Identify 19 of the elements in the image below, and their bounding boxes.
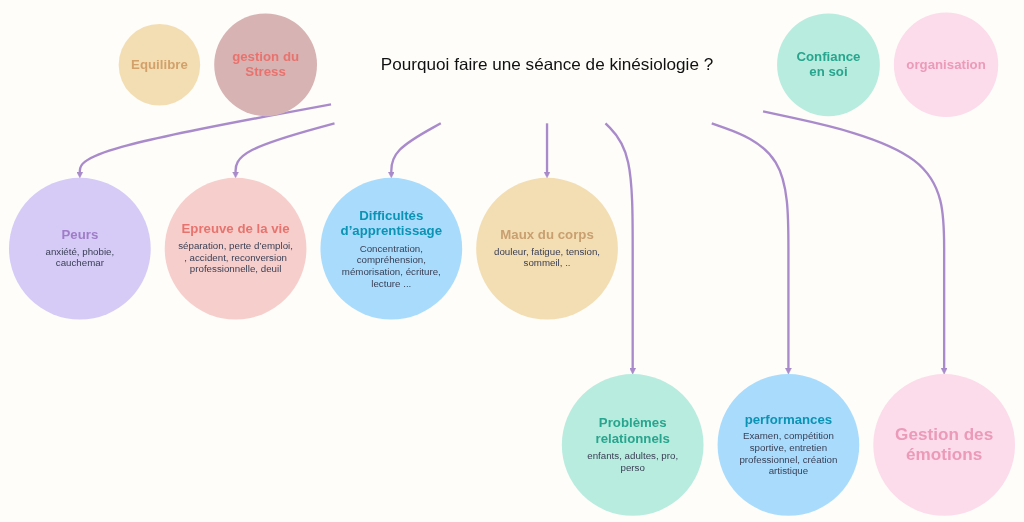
node-circle: gestion du Stress — [214, 13, 317, 117]
arrow — [711, 122, 792, 375]
arrow — [543, 123, 551, 179]
node-circle: performances Examen, compétition sportive, entretien professionnel, création artistique — [717, 374, 860, 516]
arrow — [762, 110, 948, 375]
node-circle: Confiance en soi — [777, 13, 880, 117]
node-circle: Gestion des émotions — [873, 374, 1015, 516]
node-circle: Epreuve de la vie séparation, perte d’emploi, , accident, reconversion professionnelle, deuil — [164, 177, 307, 320]
node-circle: Peurs anxiété, phobie, cauchemar — [9, 177, 151, 320]
arrow — [76, 103, 332, 179]
node-circle: Maux du corps douleur, fatigue, tension, sommeil, .. — [476, 177, 618, 320]
node-circle: Equilibre — [118, 24, 201, 106]
arrow — [604, 122, 637, 375]
node-circle: organisation — [893, 12, 999, 117]
arrow — [232, 122, 335, 179]
node-text: Pourquoi faire une séance de kinésiologie ? — [380, 54, 714, 74]
arrow — [387, 122, 442, 179]
node-circle: Problèmes relationnels enfants, adultes, pro, perso — [561, 374, 704, 516]
node-circle: Difficultés d’apprentissage Concentration, compréhension, mémorisation, écriture, lecture ... — [320, 177, 463, 320]
